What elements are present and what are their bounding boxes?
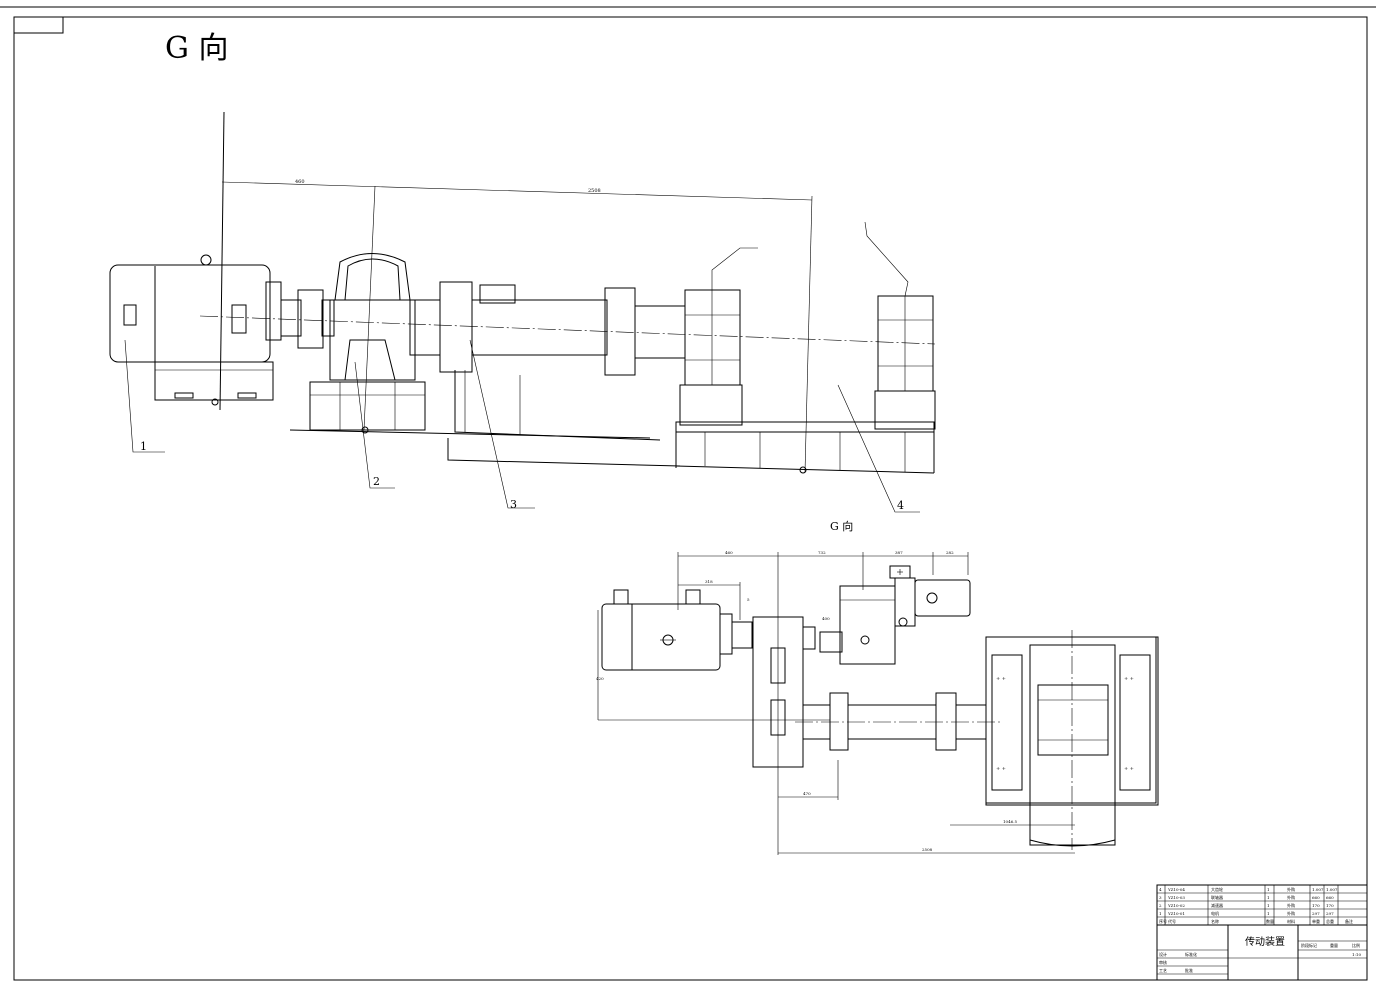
- title-block-cell: 1: [1159, 911, 1162, 916]
- title-block-cell: 批准: [1185, 967, 1193, 973]
- title-block-cell: 外购: [1287, 886, 1295, 892]
- title-block-cell: 2: [1159, 903, 1162, 908]
- title-block: 4 YZ10-04 大齿轮 1 外购 1.007 1.007 3 YZ10-03…: [1156, 884, 1368, 981]
- view-heading-small: G 向: [830, 519, 853, 533]
- sheet-frame: [0, 6, 1376, 981]
- lower-dim-7: 420: [596, 676, 604, 681]
- title-block-cell: 工艺: [1159, 968, 1167, 973]
- title-block-cell: 备注: [1345, 918, 1353, 924]
- reducer-upper: [309, 253, 426, 434]
- title-block-cell: YZ10-02: [1167, 903, 1185, 908]
- title-block-cell: 比例: [1352, 942, 1360, 948]
- part-label-4: 4: [897, 499, 904, 512]
- title-block-cell: 660: [1326, 895, 1334, 900]
- reducer-lower: [752, 616, 816, 768]
- title-block-cell: 1: [1267, 903, 1270, 908]
- title-block-cell: 170: [1312, 903, 1320, 908]
- lower-dim-10: 2508: [922, 847, 933, 852]
- drawing-title: 传动装置: [1245, 935, 1285, 948]
- title-block-cell: 联轴器: [1211, 894, 1223, 900]
- title-block-cell: 1: [1267, 887, 1270, 892]
- title-block-cell: 序号: [1159, 918, 1167, 924]
- title-block-cell: YZ10-01: [1167, 911, 1185, 916]
- lower-dim-2: 732: [818, 550, 826, 555]
- title-block-cell: 1:10: [1352, 952, 1361, 957]
- drum-assembly-lower: + + + + + + + +: [985, 630, 1159, 850]
- upper-dim-2: 2508: [588, 188, 601, 194]
- title-block-cell: 297: [1326, 911, 1334, 916]
- svg-text:+ +: + +: [1124, 676, 1134, 682]
- shaft-upper: [199, 281, 936, 376]
- bearing-right-upper: [874, 295, 936, 430]
- shaft-lower: [795, 692, 1000, 751]
- lower-dim-1: 460: [725, 550, 733, 555]
- part-label-1: 1: [140, 440, 147, 453]
- elevation-view: 1 2 3 4 460 2508: [109, 111, 936, 513]
- title-block-cell: 1: [1267, 911, 1270, 916]
- lower-dim-4: 282: [946, 550, 954, 555]
- svg-text:+ +: + +: [996, 766, 1006, 772]
- base-frame-upper: [289, 370, 935, 474]
- upper-dim-1: 460: [295, 179, 305, 185]
- title-block-cell: 大齿轮: [1211, 886, 1223, 892]
- view-arrow: [219, 111, 225, 411]
- title-block-cell: 660: [1312, 895, 1320, 900]
- lower-dim-3: 387: [895, 550, 903, 555]
- lower-dim-5: 318: [705, 579, 713, 584]
- aux-drive-lower: [819, 565, 971, 665]
- plan-view: 460 732 387 282 318 5 420 470 1046.5 250…: [596, 550, 1159, 855]
- title-block-cell: 总重: [1326, 918, 1334, 924]
- title-block-cell: 4: [1159, 887, 1162, 892]
- lower-dim-9: 1046.5: [1003, 819, 1017, 824]
- title-block-cell: 名称: [1211, 918, 1219, 924]
- coupling-upper: [280, 289, 335, 349]
- title-block-cell: 1.007: [1326, 887, 1338, 892]
- title-block-cell: 3: [1159, 895, 1162, 900]
- motor-upper: [109, 254, 282, 406]
- motor-lower: [601, 589, 733, 671]
- title-block-cell: 1: [1267, 895, 1270, 900]
- title-block-cell: 减速器: [1211, 902, 1223, 908]
- title-block-cell: 297: [1312, 911, 1320, 916]
- title-block-cell: 材料: [1287, 918, 1295, 924]
- title-block-cell: 设计: [1159, 951, 1167, 957]
- title-block-cell: 重量: [1330, 942, 1338, 948]
- bearing-left-upper: [679, 289, 743, 426]
- title-block-cell: YZ10-03: [1167, 895, 1185, 900]
- svg-text:+ +: + +: [996, 676, 1006, 682]
- leaders-upper: [124, 221, 920, 513]
- title-block-cell: 外购: [1287, 910, 1295, 916]
- title-block-cell: 审核: [1159, 959, 1167, 965]
- view-heading-large: G 向: [165, 31, 229, 66]
- lower-dim-8: 470: [803, 791, 811, 796]
- title-block-cell: 170: [1326, 903, 1334, 908]
- coupling-lower: [731, 621, 753, 649]
- lower-dim-11: 400: [822, 616, 830, 621]
- title-block-cell: YZ10-04: [1167, 887, 1185, 892]
- part-label-2: 2: [373, 475, 380, 488]
- part-label-3: 3: [510, 498, 517, 511]
- title-block-cell: 代号: [1168, 918, 1176, 924]
- svg-text:+ +: + +: [1124, 766, 1134, 772]
- title-block-cell: 数量: [1266, 918, 1274, 924]
- title-block-cell: 外购: [1287, 894, 1295, 900]
- title-block-cell: 1.007: [1312, 887, 1324, 892]
- title-block-cell: 标准化: [1185, 951, 1197, 957]
- lower-dim-6: 5: [747, 597, 750, 602]
- title-block-cell: 电机: [1211, 910, 1219, 916]
- title-block-cell: 单重: [1312, 918, 1320, 924]
- title-block-cell: 外购: [1287, 902, 1295, 908]
- title-block-cell: 阶段标记: [1301, 942, 1317, 948]
